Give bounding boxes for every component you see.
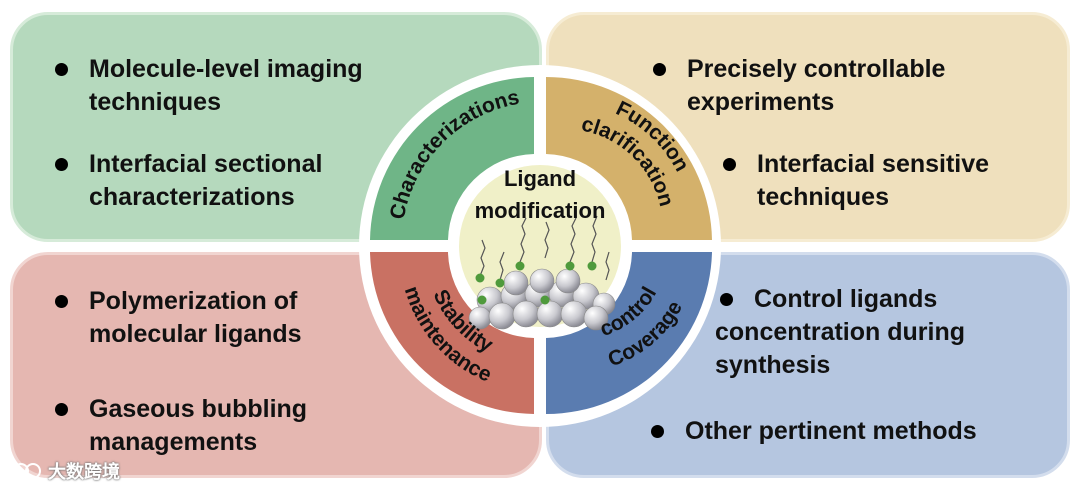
bullet-line: Interfacial sensitive	[757, 150, 990, 178]
bullet-line: Molecule-level imaging	[89, 55, 363, 83]
bullet-dot-icon	[653, 63, 666, 76]
bullet-line: Polymerization of	[89, 287, 298, 315]
bullet-line: Control ligands	[754, 285, 938, 313]
bullet-line: experiments	[687, 88, 835, 116]
watermark-logo-icon	[13, 463, 41, 479]
bullet-line: concentration during	[715, 318, 965, 346]
bullet-item: Control ligands	[720, 283, 938, 316]
bullet-line: Interfacial sectional	[89, 150, 323, 178]
bullet-item: Gaseous bubbling managements	[55, 393, 308, 459]
bullet-dot-icon	[723, 158, 736, 171]
bullet-dot-icon	[651, 425, 664, 438]
bullet-item: Interfacial sectional characterizations	[55, 148, 323, 214]
bullet-line: Gaseous bubbling	[89, 395, 308, 423]
watermark-text: 大数跨境	[48, 462, 120, 482]
ligand-chains	[479, 215, 610, 281]
bullet-line: Precisely controllable	[687, 55, 946, 83]
nanoparticle-illustration	[468, 215, 616, 331]
anchor-atoms	[475, 261, 597, 305]
segment-stability-maintenance	[370, 252, 534, 414]
metal-atoms	[468, 268, 616, 331]
bullet-line: techniques	[89, 88, 221, 116]
center-title-line1: Ligand	[504, 166, 576, 191]
bullet-line: managements	[89, 428, 258, 456]
bullet-line: Other pertinent methods	[685, 417, 977, 445]
bullet-dot-icon	[720, 293, 733, 306]
segment-characterizations	[370, 77, 534, 240]
center-title-line2: modification	[475, 198, 606, 223]
bullet-dot-icon	[55, 403, 68, 416]
bullet-line: molecular ligands	[89, 320, 302, 348]
bullet-line: characterizations	[89, 183, 295, 211]
bullet-line: synthesis	[715, 351, 831, 379]
wheel-segments	[370, 77, 712, 414]
bullet-item: Molecule-level imaging techniques	[55, 53, 363, 119]
bullet-line: techniques	[757, 183, 889, 211]
bullet-item: Interfacial sensitive techniques	[723, 148, 990, 214]
bullet-dot-icon	[55, 158, 68, 171]
watermark: 大数跨境	[12, 458, 120, 484]
bullet-item: Other pertinent methods	[651, 415, 977, 448]
bullet-item: Polymerization of molecular ligands	[55, 285, 302, 351]
bullet-item-continuation: concentration during synthesis	[715, 316, 965, 382]
bullet-dot-icon	[55, 63, 68, 76]
segment-function-clarification	[546, 77, 712, 240]
bullet-dot-icon	[55, 295, 68, 308]
bullet-item: Precisely controllable experiments	[653, 53, 946, 119]
segment-coverage-control	[546, 252, 712, 414]
